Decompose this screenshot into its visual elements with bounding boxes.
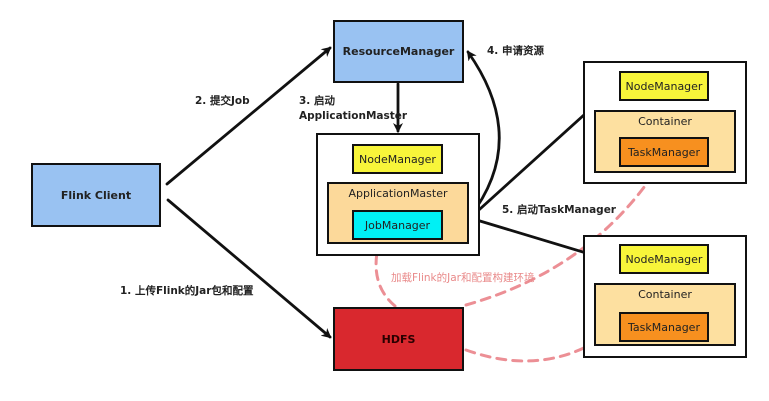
application-master-label: ApplicationMaster — [348, 187, 448, 200]
step3-label-line2: ApplicationMaster — [299, 110, 408, 122]
resource-manager-box: ResourceManager — [333, 20, 464, 83]
job-manager-label: JobManager — [364, 218, 431, 232]
upload-jar-arrow — [166, 198, 332, 339]
worker-top-task-manager-box: TaskManager — [619, 137, 709, 167]
hdfs-label: HDFS — [381, 332, 416, 346]
hdfs-to-bottom-taskmanager-dashed-arrow — [464, 326, 618, 363]
worker-top-task-manager-label: TaskManager — [628, 145, 700, 159]
worker-top-container-label: Container — [638, 115, 692, 128]
request-resource-arrow — [466, 50, 501, 220]
worker-bottom-container-label: Container — [638, 288, 692, 301]
step1-label: 1. 上传Flink的Jar包和配置 — [120, 285, 254, 297]
worker-top-node-manager-box: NodeManager — [619, 71, 709, 101]
hdfs-to-top-taskmanager-dashed-arrow — [464, 167, 659, 307]
worker-top-node-manager-label: NodeManager — [625, 79, 703, 93]
load-env-label: 加载Flink的Jar和配置构建环境 — [391, 272, 535, 284]
step5-label: 5. 启动TaskManager — [502, 204, 616, 216]
flink-client-label: Flink Client — [60, 188, 132, 202]
am-node-manager-label: NodeManager — [359, 152, 436, 166]
job-manager-box: JobManager — [352, 210, 443, 240]
step3-label-line1: 3. 启动 — [299, 95, 335, 107]
worker-bottom-task-manager-box: TaskManager — [619, 312, 709, 342]
am-node-manager-box: NodeManager — [352, 144, 443, 174]
flink-client-box: Flink Client — [31, 163, 161, 227]
step4-label: 4. 申请资源 — [487, 45, 544, 57]
resource-manager-label: ResourceManager — [342, 45, 455, 58]
submit-job-arrow — [165, 46, 332, 186]
worker-bottom-node-manager-box: NodeManager — [619, 244, 709, 274]
worker-bottom-task-manager-label: TaskManager — [628, 320, 700, 334]
worker-bottom-node-manager-label: NodeManager — [625, 252, 703, 266]
step2-label: 2. 提交Job — [195, 95, 250, 107]
hdfs-box: HDFS — [333, 307, 464, 371]
